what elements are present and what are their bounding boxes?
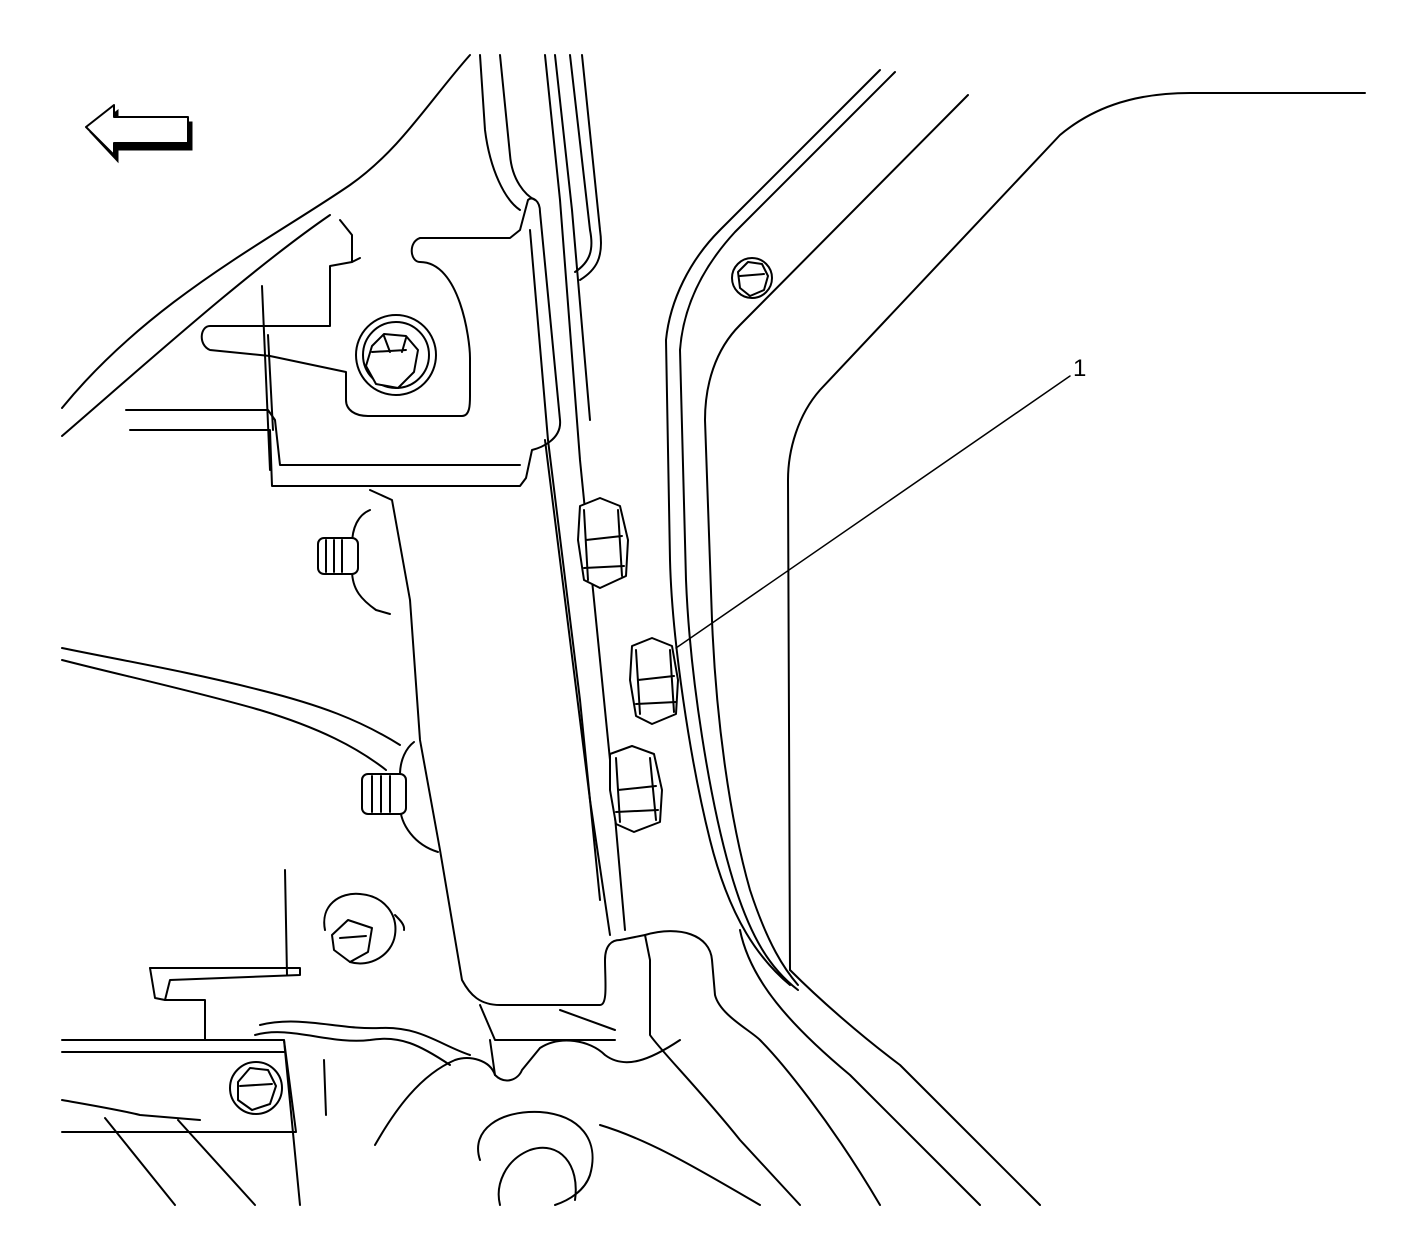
lower-left-rail — [61, 869, 327, 1206]
stud-upper — [317, 509, 391, 615]
pillar-bolt-1 — [629, 637, 679, 725]
upper-bracket — [125, 197, 562, 487]
bracket-bolt-upper — [355, 314, 437, 396]
door-opening — [665, 69, 1366, 1206]
pillar-bolt-bottom — [609, 745, 663, 833]
arrow-left-icon — [85, 104, 193, 164]
mount-block — [369, 439, 621, 1006]
rail-bolt — [229, 1061, 283, 1115]
stud-lower — [361, 741, 439, 853]
wire-harness — [61, 647, 401, 771]
door-corner-bolt — [731, 257, 773, 299]
callout-1: 1 — [675, 355, 1086, 649]
grommet-plug — [323, 892, 406, 965]
callout-1-leader — [675, 375, 1071, 649]
pillar-bolt-top — [577, 497, 629, 589]
left-fender-outline — [61, 54, 471, 437]
lower-floor-structure — [254, 930, 881, 1206]
callout-1-label: 1 — [1073, 355, 1086, 382]
